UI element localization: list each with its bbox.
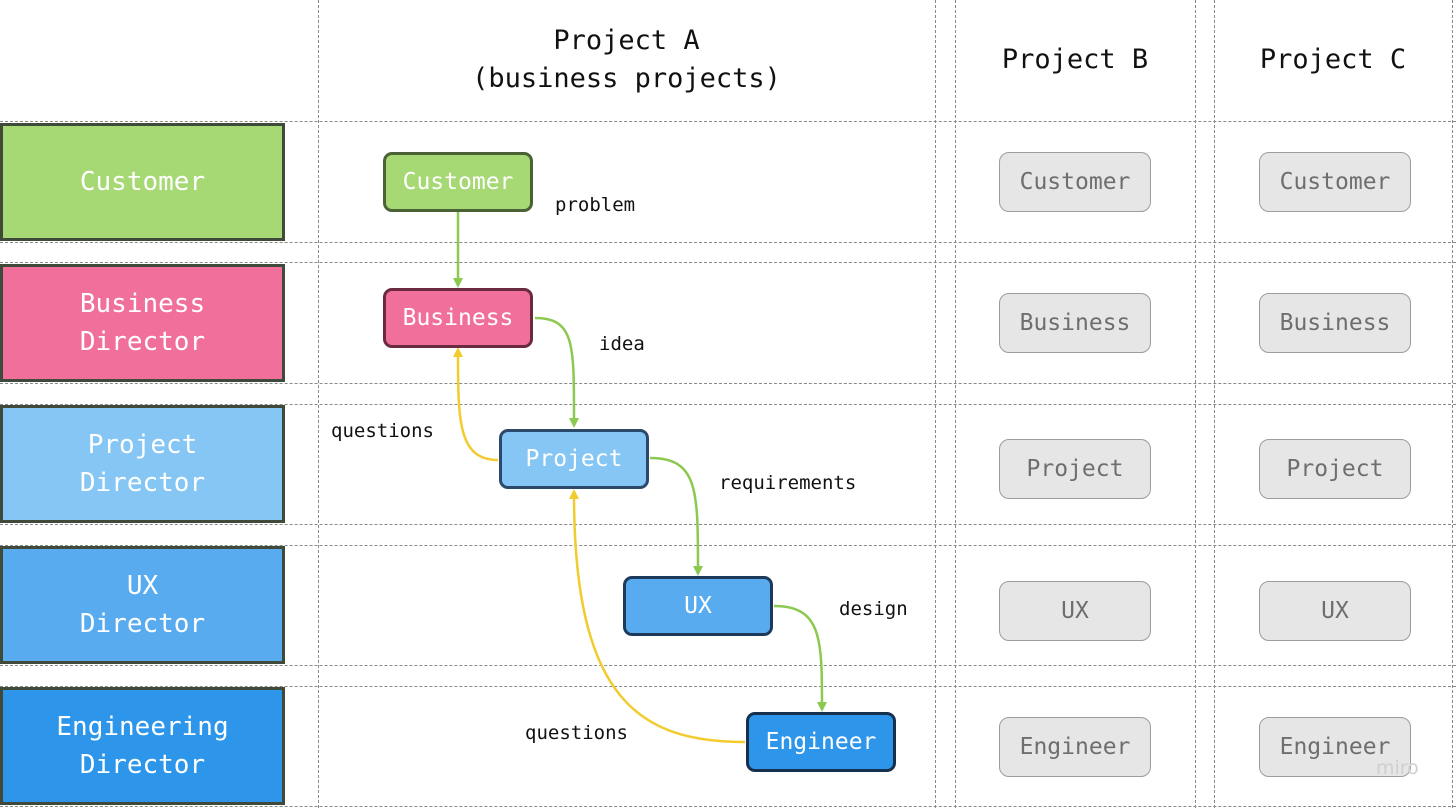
edge-label-questions: questions <box>525 722 628 744</box>
edge-label-questions: questions <box>331 420 434 442</box>
row-divider <box>0 121 1456 122</box>
edge-label-design: design <box>839 598 908 620</box>
project-b-node-engineer[interactable]: Engineer <box>999 717 1151 777</box>
row-divider <box>0 545 1456 546</box>
flow-node-customer[interactable]: Customer <box>383 152 533 212</box>
edge-label-problem: problem <box>555 194 636 216</box>
row-divider <box>0 806 1456 807</box>
column-header-project-c: Project C <box>1259 44 1407 75</box>
flow-node-ux[interactable]: UX <box>623 576 773 636</box>
flow-node-engineer[interactable]: Engineer <box>746 712 896 772</box>
flow-node-project[interactable]: Project <box>499 429 649 489</box>
row-divider <box>0 242 1456 243</box>
row-divider <box>0 524 1456 525</box>
project-b-node-customer[interactable]: Customer <box>999 152 1151 212</box>
edge-design <box>773 604 827 712</box>
edge-requirements <box>649 456 703 576</box>
role-project-director: Project Director <box>0 405 285 523</box>
edge-questions-lower <box>569 489 746 744</box>
role-customer: Customer <box>0 123 285 241</box>
row-divider <box>0 686 1456 687</box>
row-divider <box>0 404 1456 405</box>
role-ux-director: UX Director <box>0 546 285 664</box>
column-header-project-b: Project B <box>1001 44 1149 75</box>
project-c-node-business[interactable]: Business <box>1259 293 1411 353</box>
project-b-node-ux[interactable]: UX <box>999 581 1151 641</box>
edge-questions-upper <box>453 347 499 462</box>
edge-label-idea: idea <box>599 333 645 355</box>
column-header-project-a: Project A (business projects) <box>472 25 781 94</box>
row-divider <box>0 262 1456 263</box>
role-business-director: Business Director <box>0 264 285 382</box>
row-divider <box>0 665 1456 666</box>
edge-label-requirements: requirements <box>719 472 857 494</box>
project-c-node-ux[interactable]: UX <box>1259 581 1411 641</box>
project-b-node-business[interactable]: Business <box>999 293 1151 353</box>
project-c-node-project[interactable]: Project <box>1259 439 1411 499</box>
edge-idea <box>534 316 580 428</box>
project-b-node-project[interactable]: Project <box>999 439 1151 499</box>
miro-watermark: miro <box>1376 757 1419 779</box>
project-c-node-customer[interactable]: Customer <box>1259 152 1411 212</box>
project-c-node-engineer[interactable]: Engineer <box>1259 717 1411 777</box>
row-divider <box>0 383 1456 384</box>
flow-node-business[interactable]: Business <box>383 288 533 348</box>
role-engineering-director: Engineering Director <box>0 687 285 805</box>
